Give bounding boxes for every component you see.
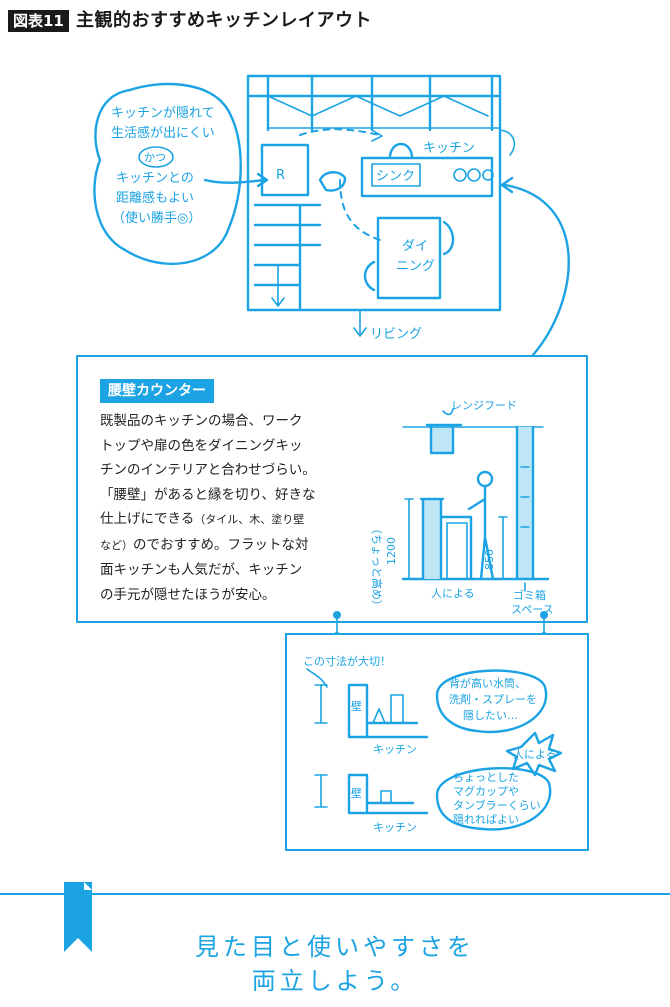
desc-line: 「腰壁」があると縁を切り、好きな [100,486,316,503]
footer-line-2: 両立しよう。 [251,967,419,995]
range-hood-label: レンジフード [451,399,517,412]
fridge-block [260,143,310,197]
desc-line: 仕上げにできる（タイル、木、塗り壁 [100,511,305,527]
bubble2-text-2: マグカップや [453,784,519,798]
desc-line: 面キッチンも人気だが、キッチン [100,562,303,578]
panel-description: 既製品のキッチンの場合、ワーク トップや扉の色をダイニングキッ チンのインテリア… [100,409,340,607]
bubble1-text-1: 背が高い水筒、 [449,676,526,690]
waist-wall-counter-panel: 腰壁カウンター 既製品のキッチンの場合、ワーク トップや扉の色をダイニングキッ … [76,355,588,623]
by-person-label-2: 人による [513,748,557,761]
sink-label: シンク [376,169,415,184]
bubble1-text-2: 洗剤・スプレーを [449,692,537,706]
dining-label-1: ダイ [402,239,428,254]
height-comparison-sketch: この寸法が大切！ 壁 キッチン 背が高い水筒、 洗剤・スプレーを 隠したい… 人… [303,654,563,834]
bubble-text-3: キッチンとの [116,171,194,186]
bubble-text-5: （使い勝手◎） [112,210,201,226]
kitchen-label-1: キッチン [373,743,417,756]
kitchen-label: キッチン [423,141,475,156]
bubble2-text-3: タンブラーくらい [453,798,541,812]
footer-message: 見た目と使いやすさを 両立しよう。 [0,930,670,998]
desc-line: の手元が隠せたほうが安心。 [100,586,276,603]
wall-label-1: 壁 [351,699,362,713]
plan-speech-bubble [93,82,242,265]
trash-label-1: ゴミ箱 [513,588,546,602]
living-label: リビング [370,327,422,342]
bubble2-text-1: ちょっとした [453,771,519,784]
bubble-text-1: キッチンが隠れて [111,106,215,121]
desc-line: 既製品のキッチンの場合、ワーク [100,413,303,429]
wall-label-2: 壁 [351,786,362,800]
bubble2-text-4: 隠れればよい [453,813,519,826]
fridge-label: R [276,168,285,183]
page-title: 主観的おすすめキッチンレイアウト [76,10,372,31]
by-person-label: 人による [431,587,475,600]
counter-section-sketch: レンジフード （ちょっと高め） 1200 850 人による ゴミ箱 スペース [370,399,554,616]
footer-divider [0,893,670,895]
dim-1200: 1200 [385,537,398,565]
figure-number-badge: 図表11 [8,10,69,32]
floor-plan-sketch: キッチンが隠れて 生活感が出にくい かつ キッチンとの 距離感もよい （使い勝手… [93,74,570,357]
panel-heading: 腰壁カウンター [100,379,214,403]
dim-note: （ちょっと高め） [370,523,384,611]
bubble-text-2: 生活感が出にくい [111,125,215,141]
desc-line: など）のでおすすめ。フラットな対 [100,536,309,553]
height-comparison-panel: この寸法が大切！ 壁 キッチン 背が高い水筒、 洗剤・スプレーを 隠したい… 人… [285,633,589,851]
kitchen-label-2: キッチン [373,821,417,834]
footer-line-1: 見た目と使いやすさを [195,933,475,961]
dining-table [376,216,442,300]
bubble1-text-3: 隠したい… [463,709,518,722]
desc-line: チンのインテリアと合わせづらい。 [100,462,316,478]
important-dimension-note: この寸法が大切！ [303,654,391,668]
bubble-text-and: かつ [144,151,166,164]
desc-line: トップや扉の色をダイニングキッ [100,437,303,454]
dining-label-2: ニング [396,259,435,274]
bookmark-icon [64,882,92,952]
dim-850: 850 [483,549,496,570]
bubble-text-4: 距離感もよい [116,190,194,206]
sink [371,163,421,187]
